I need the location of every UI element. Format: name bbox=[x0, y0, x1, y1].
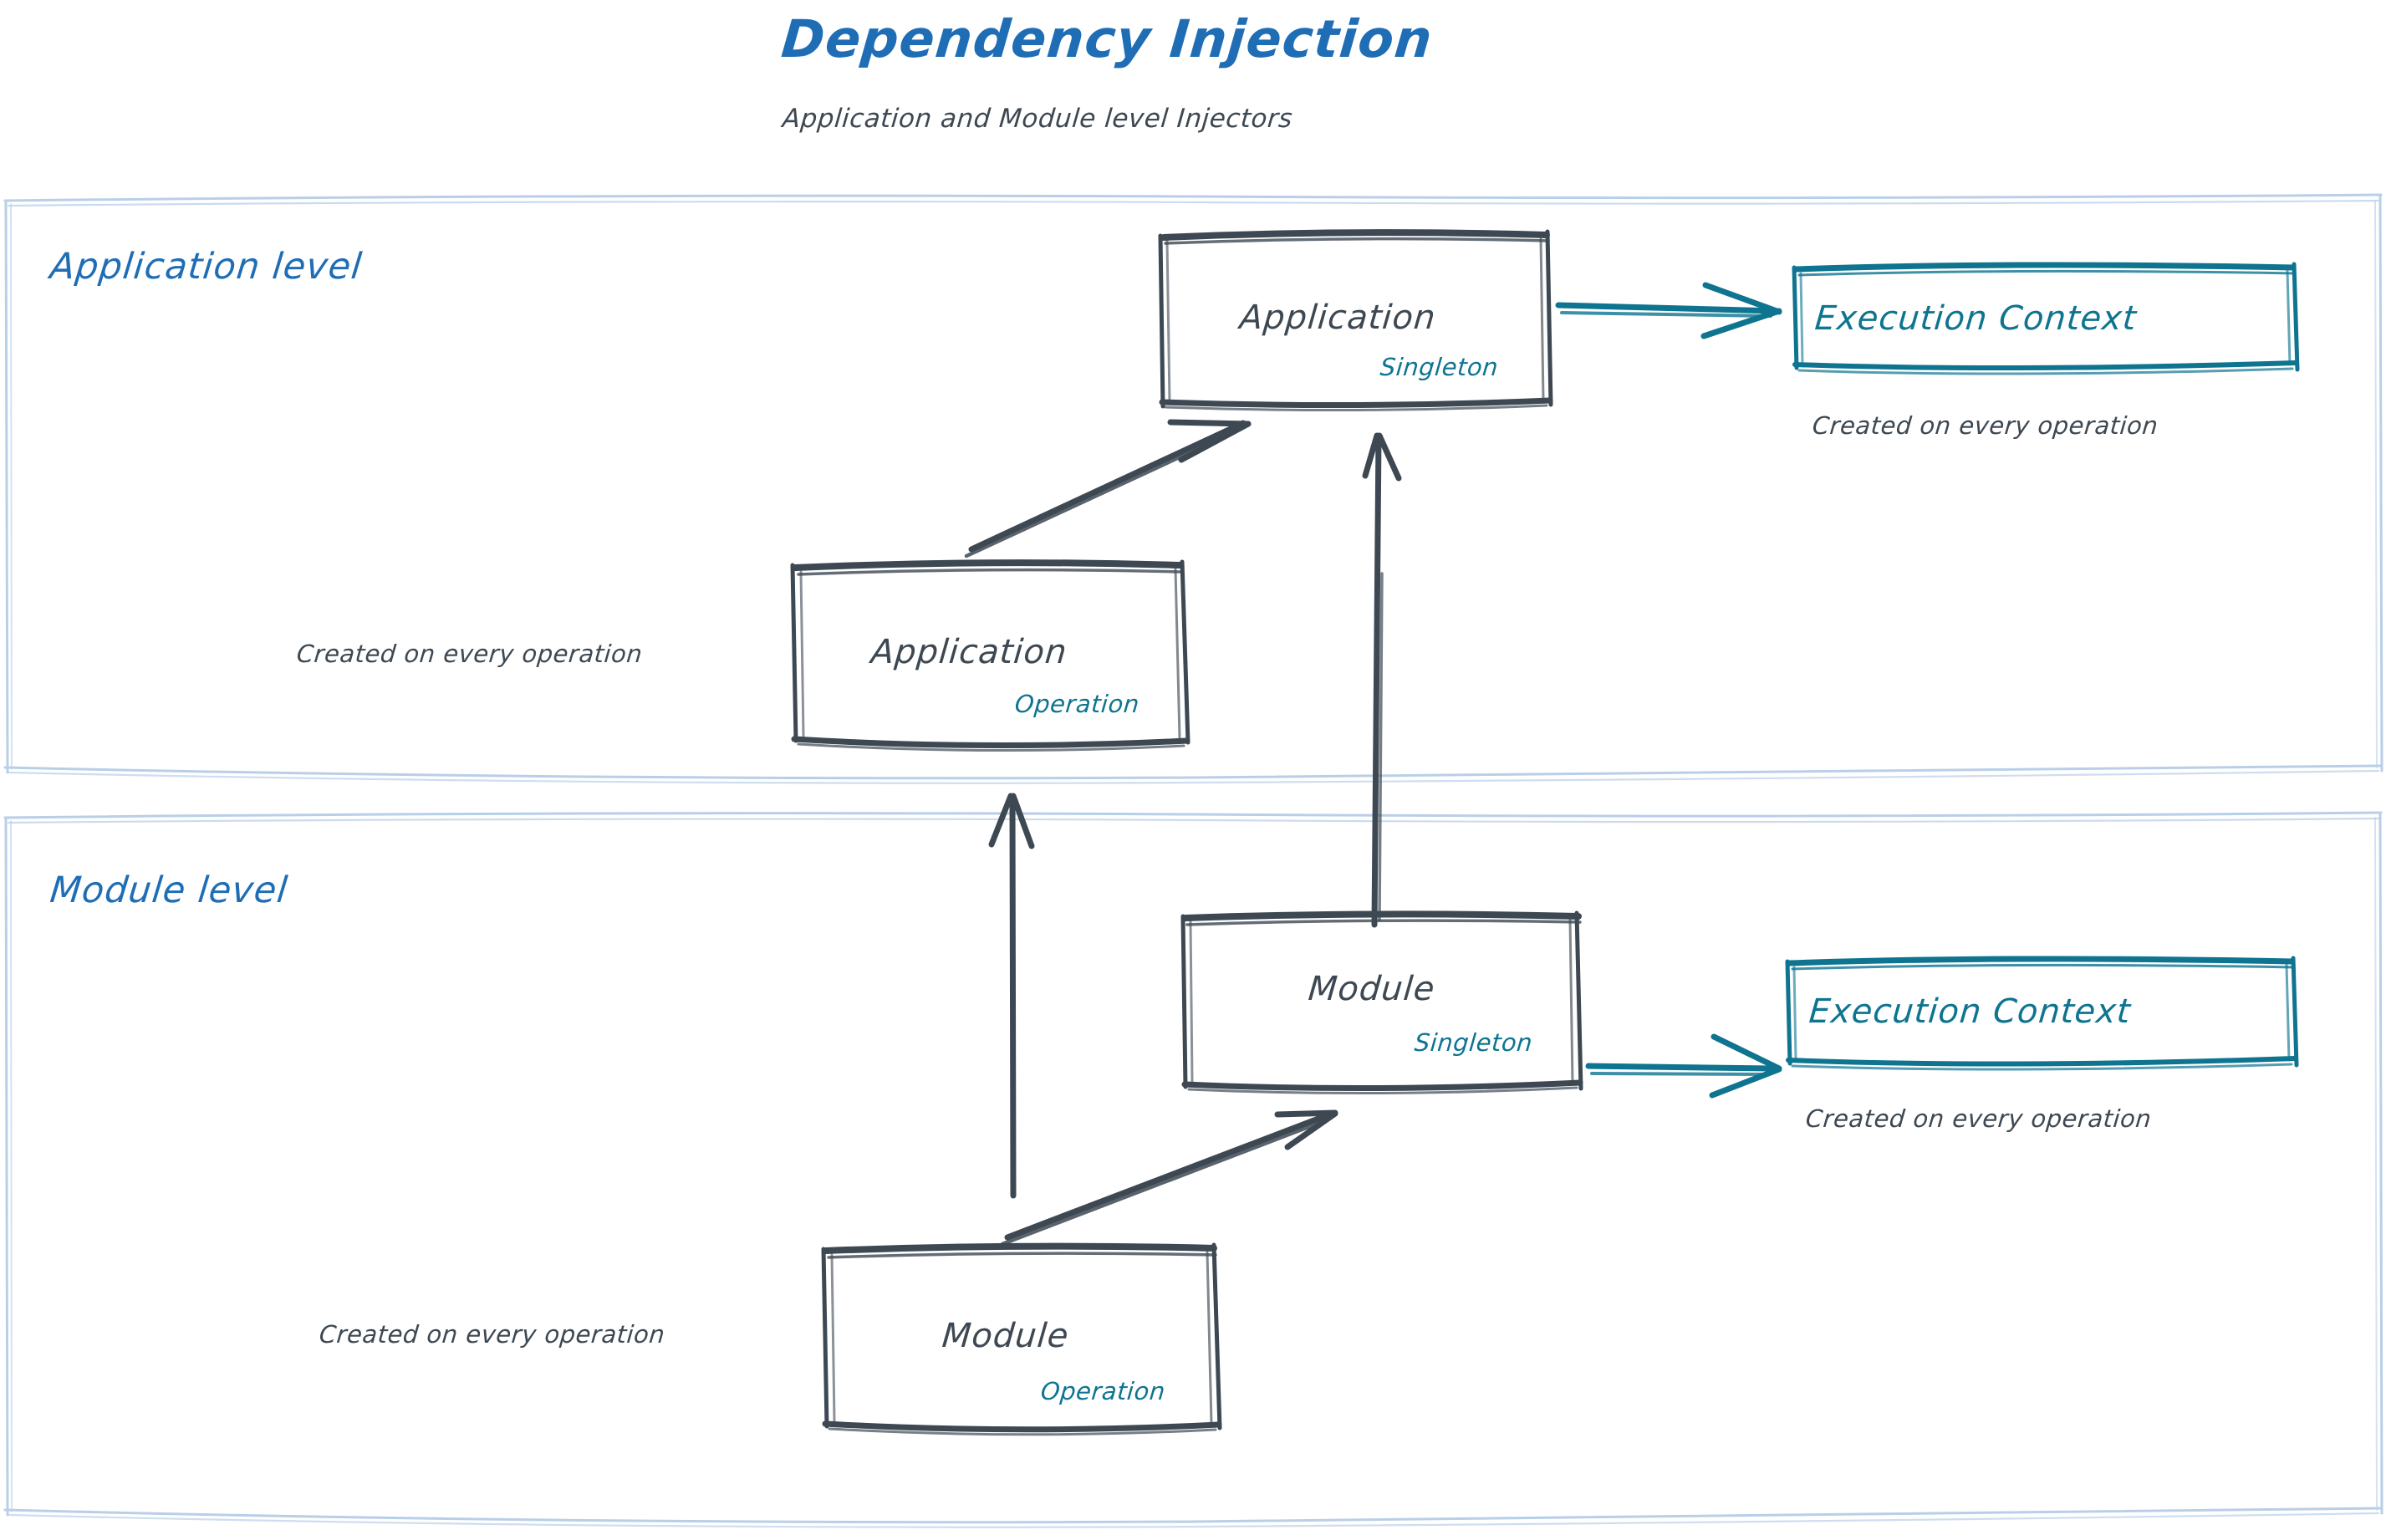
edge-app-operation-to-app-singleton bbox=[964, 419, 1252, 558]
panel-application-level-frame bbox=[3, 193, 2383, 784]
edge-module-operation-to-module-singleton bbox=[1000, 1109, 1338, 1247]
node-box-module-operation[interactable] bbox=[821, 1242, 1222, 1436]
node-box-application-singleton[interactable] bbox=[1158, 229, 1553, 412]
edge-module-singleton-to-module-execution-context bbox=[1585, 1033, 1782, 1099]
edge-app-singleton-to-app-execution-context bbox=[1555, 282, 1782, 339]
edge-module-operation-to-app-operation bbox=[988, 793, 1035, 1199]
panel-module-level-frame bbox=[3, 811, 2383, 1528]
node-box-module-singleton[interactable] bbox=[1180, 910, 1583, 1095]
edge-module-singleton-to-app-singleton bbox=[1362, 432, 1402, 928]
node-box-app-execution-context[interactable] bbox=[1792, 262, 2300, 375]
node-box-module-execution-context[interactable] bbox=[1785, 956, 2299, 1071]
node-box-application-operation[interactable] bbox=[790, 559, 1190, 752]
